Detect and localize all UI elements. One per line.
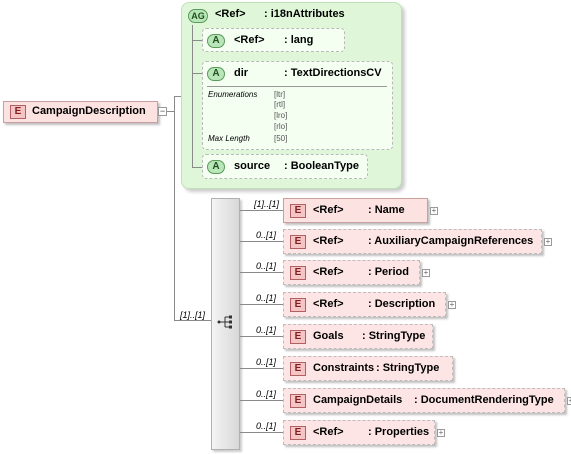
- element-icon: E: [290, 426, 306, 440]
- child-element-type: : StringType: [376, 362, 440, 374]
- element-icon: E: [290, 330, 306, 344]
- attribute-group-card: AG <Ref> : i18nAttributes A <Ref> : lang…: [181, 2, 402, 189]
- sequence-occurrence: [1]..[1]: [180, 310, 206, 320]
- child-connector: [240, 400, 283, 401]
- child-element[interactable]: E Goals : StringType: [283, 324, 433, 349]
- child-occurrence: 0..[1]: [256, 357, 277, 367]
- attribute-type: : TextDirectionsCV: [284, 67, 382, 79]
- ag-branch-source: [192, 167, 202, 168]
- sequence-compositor[interactable]: [211, 198, 240, 450]
- attribute-group-icon: AG: [188, 9, 208, 23]
- child-occurrence: 0..[1]: [256, 293, 277, 303]
- expand-toggle[interactable]: +: [437, 428, 445, 437]
- child-element-name: <Ref>: [313, 235, 344, 247]
- attribute-type: : BooleanType: [284, 160, 359, 172]
- root-element-campaign-description[interactable]: E CampaignDescription: [3, 101, 158, 123]
- child-element[interactable]: E <Ref> : Name: [283, 198, 428, 223]
- child-occurrence: 0..[1]: [256, 261, 277, 271]
- child-element-name: <Ref>: [313, 426, 344, 438]
- attribute-name: <Ref>: [234, 34, 265, 46]
- child-element-name: CampaignDetails: [313, 394, 403, 406]
- facet-divider: [207, 86, 387, 87]
- child-occurrence: 0..[1]: [256, 421, 277, 431]
- child-element[interactable]: E <Ref> : Period: [283, 260, 420, 285]
- expand-toggle[interactable]: +: [567, 397, 571, 405]
- expand-toggle[interactable]: +: [544, 237, 552, 246]
- child-element-name: Constraints: [313, 362, 375, 374]
- expand-toggle[interactable]: +: [430, 206, 438, 215]
- collapse-toggle[interactable]: −: [158, 106, 167, 116]
- child-connector: [240, 210, 283, 211]
- element-icon: E: [290, 362, 306, 376]
- child-occurrence: 0..[1]: [256, 230, 277, 240]
- child-connector: [240, 272, 283, 273]
- child-element-type: : Description: [368, 298, 436, 310]
- child-connector: [240, 368, 283, 369]
- child-element-name: <Ref>: [313, 204, 344, 216]
- child-element-type: : Properties: [368, 426, 430, 438]
- enumerations-label: Enumerations: [208, 90, 258, 99]
- child-connector: [240, 304, 283, 305]
- child-element-name: Goals: [313, 330, 344, 342]
- expand-toggle[interactable]: +: [448, 300, 456, 309]
- enumeration-value: [rlo]: [274, 122, 288, 131]
- attribute-type: : lang: [284, 34, 314, 46]
- element-icon: E: [290, 266, 306, 280]
- expand-toggle[interactable]: +: [422, 268, 430, 277]
- element-icon: E: [290, 298, 306, 312]
- element-icon: E: [290, 394, 306, 408]
- child-element-type: : DocumentRenderingType: [414, 394, 554, 406]
- attribute-source[interactable]: A source : BooleanType: [202, 154, 368, 179]
- child-connector: [240, 241, 283, 242]
- child-occurrence: 0..[1]: [256, 389, 277, 399]
- seq-connector: [174, 320, 211, 321]
- child-connector: [240, 432, 283, 433]
- ag-connector: [174, 96, 182, 97]
- attribute-name: dir: [234, 67, 249, 79]
- child-occurrence: 0..[1]: [256, 325, 277, 335]
- attribute-name: source: [234, 160, 271, 172]
- element-icon: E: [10, 105, 26, 119]
- enumeration-value: [rtl]: [274, 100, 286, 109]
- child-element[interactable]: E <Ref> : AuxiliaryCampaignReferences: [283, 229, 542, 254]
- attribute-lang[interactable]: A <Ref> : lang: [202, 28, 345, 52]
- attribute-icon: A: [207, 160, 225, 174]
- root-connector: [166, 111, 174, 112]
- child-element-type: : Period: [368, 266, 409, 278]
- ag-branch-dir: [192, 73, 202, 74]
- child-element-name: <Ref>: [313, 298, 344, 310]
- child-element-name: <Ref>: [313, 266, 344, 278]
- child-element-type: : Name: [368, 204, 405, 216]
- main-trunk: [174, 96, 175, 320]
- attribute-group-ref: <Ref>: [215, 8, 246, 20]
- child-connector: [240, 336, 283, 337]
- child-element[interactable]: E <Ref> : Properties: [283, 420, 435, 445]
- child-element[interactable]: E <Ref> : Description: [283, 292, 446, 317]
- element-icon: E: [290, 204, 306, 218]
- child-element-type: : AuxiliaryCampaignReferences: [368, 235, 534, 247]
- root-element-label: CampaignDescription: [32, 105, 146, 117]
- attribute-icon: A: [207, 34, 225, 48]
- attribute-icon: A: [207, 67, 225, 81]
- child-element[interactable]: E CampaignDetails : DocumentRenderingType: [283, 388, 565, 413]
- child-element-type: : StringType: [362, 330, 426, 342]
- sequence-icon: [217, 315, 232, 329]
- child-occurrence: [1]..[1]: [254, 199, 280, 209]
- max-length-label: Max Length: [208, 134, 250, 143]
- ag-branch-lang: [192, 40, 202, 41]
- max-length-value: [50]: [274, 134, 288, 143]
- ag-inner-trunk: [192, 25, 193, 167]
- child-element[interactable]: E Constraints: StringType: [283, 356, 453, 381]
- attribute-group-type: : i18nAttributes: [264, 8, 345, 20]
- attribute-dir[interactable]: A dir : TextDirectionsCV Enumerations [l…: [202, 61, 393, 150]
- enumeration-value: [lro]: [274, 111, 288, 120]
- element-icon: E: [290, 235, 306, 249]
- enumeration-value: [ltr]: [274, 90, 286, 99]
